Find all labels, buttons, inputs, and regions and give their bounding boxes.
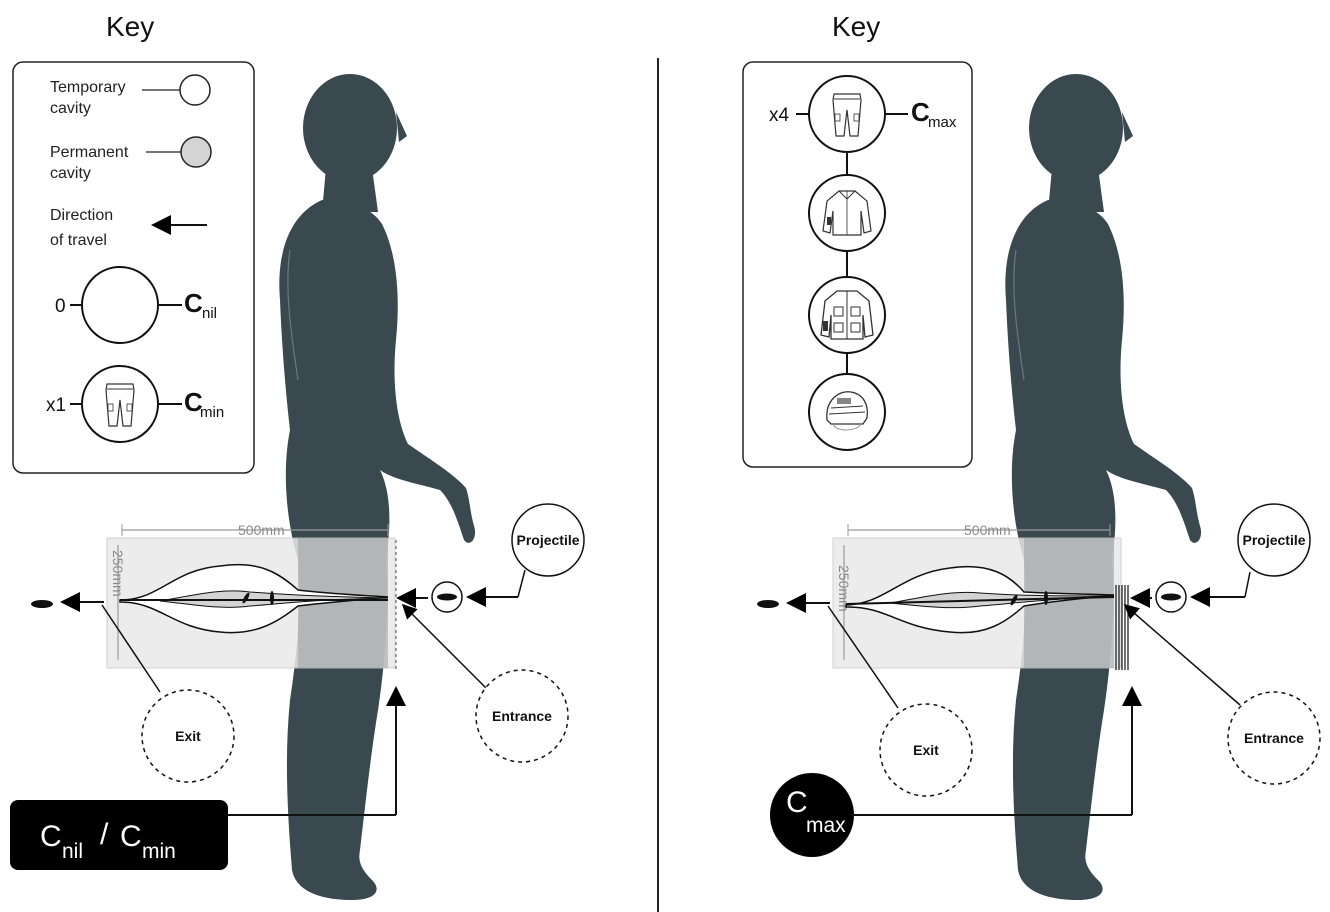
key-permanent-label-2: cavity — [50, 165, 91, 182]
jacket-icon — [820, 290, 874, 340]
human-silhouette-right — [1005, 74, 1202, 900]
left-panel: Key Temporary cavity Permanent cavity Di… — [10, 11, 585, 900]
shirt-icon — [822, 190, 872, 236]
badge-c-min-sub: min — [142, 840, 176, 863]
nil-count: 0 — [55, 296, 66, 317]
key-permanent-label: Permanent — [50, 144, 129, 161]
arm-outline — [287, 249, 299, 381]
key-title-right: Key — [832, 11, 880, 42]
projectile-icon — [437, 593, 457, 601]
exit-bullet-icon — [31, 600, 53, 608]
entrance-bubble — [475, 669, 569, 763]
badge-c-max: C — [786, 786, 808, 819]
projectile-bubble-right — [1237, 503, 1311, 577]
entrance-label-right: Entrance — [1244, 730, 1304, 746]
cnil-cmin-badge — [10, 800, 228, 870]
key-direction-label: Direction — [50, 207, 113, 224]
key-temporary-label-2: cavity — [50, 100, 91, 117]
key-direction-label-2: of travel — [50, 232, 107, 249]
min-c-subscript: min — [200, 404, 224, 421]
max-c-subscript: max — [928, 114, 957, 131]
exit-label: Exit — [175, 728, 201, 744]
human-silhouette — [279, 74, 476, 900]
dimension-width-label-right: 500mm — [964, 522, 1011, 538]
projectile-bubble — [511, 503, 585, 577]
cmax-badge — [770, 773, 854, 857]
max-count: x4 — [769, 105, 790, 126]
exit-bullet-icon-right — [757, 600, 779, 608]
nil-c-label: C — [184, 288, 203, 318]
clothing-layers — [1115, 585, 1129, 670]
entrance-bubble-right — [1227, 691, 1321, 785]
right-panel: Key x4 C max 500mm 250mm — [742, 11, 1321, 900]
key-title: Key — [106, 11, 154, 42]
entrance-label: Entrance — [492, 708, 552, 724]
temporary-cavity-swatch — [179, 74, 211, 106]
key-box-right — [742, 61, 973, 468]
projectile-icon-right — [1161, 593, 1181, 601]
max-c-label: C — [911, 97, 930, 127]
badge-c-nil-sub: nil — [62, 840, 83, 863]
exit-label-right: Exit — [913, 742, 939, 758]
min-c-label: C — [184, 387, 203, 417]
projectile-label-right: Projectile — [1242, 532, 1305, 548]
exit-bubble — [141, 689, 235, 783]
dimension-height-label: 250mm — [110, 550, 126, 597]
dimension-width-label: 500mm — [238, 522, 285, 538]
projectile-label: Projectile — [516, 532, 579, 548]
badge-c-max-sub: max — [806, 814, 846, 837]
permanent-cavity-swatch — [180, 136, 212, 168]
empty-circle-icon — [81, 266, 159, 344]
badge-c-nil: C — [40, 820, 62, 853]
key-temporary-label: Temporary — [50, 79, 126, 96]
badge-c-min: C — [120, 820, 142, 853]
badge-slash: / — [100, 818, 109, 851]
dimension-height-label-right: 250mm — [836, 565, 852, 612]
min-count: x1 — [46, 395, 66, 416]
nil-c-subscript: nil — [202, 305, 217, 322]
exit-bubble-right — [879, 703, 973, 797]
